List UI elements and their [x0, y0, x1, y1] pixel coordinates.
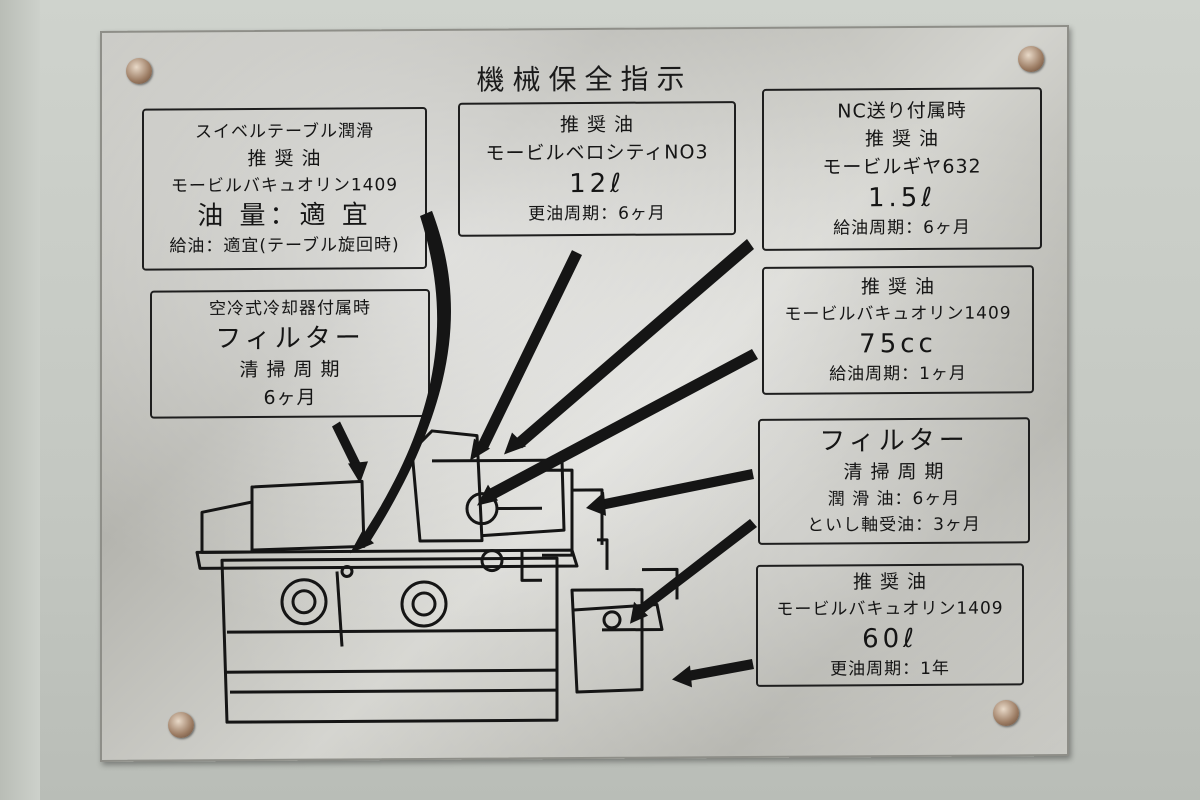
arrow-swivel-table — [360, 210, 451, 547]
machine-base — [220, 556, 559, 724]
wheelhead — [410, 429, 484, 543]
machine-table — [195, 548, 579, 570]
arrow-oil-top — [477, 250, 582, 451]
arrow-filter — [600, 468, 754, 510]
handwheel-left — [280, 578, 328, 626]
arrow-nc-feed — [514, 239, 754, 449]
arrow-air-cooler — [332, 421, 362, 472]
pointer-arrows — [332, 210, 758, 688]
machine-housing — [0, 0, 40, 800]
handwheel-right — [400, 580, 448, 628]
arrow-oil-bottom — [685, 658, 754, 682]
coolant-tank — [570, 588, 644, 694]
arrow-oil-lower — [636, 518, 757, 615]
arrow-oil-middle — [486, 348, 758, 501]
screw-top-left — [126, 58, 152, 84]
workhead — [250, 479, 366, 552]
screw-bottom-right — [993, 700, 1019, 726]
screw-bottom-left — [168, 712, 194, 738]
grinding-machine-diagram — [195, 210, 758, 724]
screw-top-right — [1018, 46, 1044, 72]
maintenance-plate: 機械保全指示 スイベルテーブル潤滑 推 奨 油 モービルバキュオリン1409 油… — [100, 25, 1069, 762]
